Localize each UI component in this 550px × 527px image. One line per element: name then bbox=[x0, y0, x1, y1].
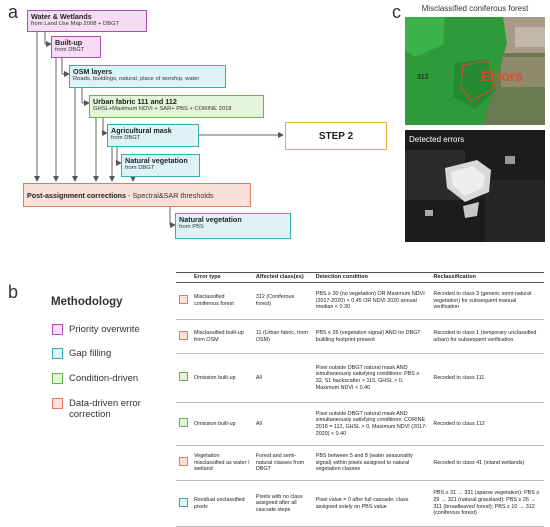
error-correction-table: Error type Affected class(es) Detection … bbox=[176, 272, 544, 527]
flow-box-subtitle: - Spectral&SAR thresholds bbox=[126, 190, 214, 200]
row-color-swatch bbox=[179, 330, 188, 340]
flow-box-post-assignment: Post-assignment corrections - Spectral&S… bbox=[23, 183, 251, 207]
image-top-title: Misclassified coniferous forest bbox=[421, 4, 529, 13]
flow-box-title: OSM layers bbox=[73, 67, 113, 76]
panel-letter-b: b bbox=[8, 282, 19, 302]
cell-error: Omission built-up bbox=[191, 402, 253, 446]
cell-reclass: Recoded to class 112 bbox=[430, 402, 544, 446]
flow-box-title: Urban fabric 111 and 112 bbox=[93, 97, 177, 106]
flow-box-urban-fabric: Urban fabric 111 and 112 GHSL+Maximum ND… bbox=[89, 95, 264, 118]
cell-reclass: Recoded to class 3 (generic semi-natural… bbox=[430, 282, 544, 320]
cell-condition: PBS between 5 and 8 (water seasonality s… bbox=[312, 445, 431, 481]
cell-reclass: Recoded to class 111 bbox=[430, 353, 544, 403]
flow-box-title: Post-assignment corrections bbox=[27, 190, 127, 200]
header-detection-condition: Detection condition bbox=[312, 272, 431, 283]
cell-error: Omission built-up bbox=[191, 353, 253, 403]
row-color-swatch bbox=[179, 418, 188, 428]
flow-box-title: Built-up bbox=[55, 38, 83, 47]
flow-box-natural-vegetation-pbs: Natural vegetation from PBS bbox=[175, 213, 291, 239]
flow-box-title: Natural vegetation bbox=[179, 215, 242, 224]
cell-condition: Pixel outside DBGT natural mask AND simu… bbox=[312, 353, 431, 403]
detected-errors-title: Detected errors bbox=[409, 135, 464, 144]
cell-reclass: Recoded to class 1 (temporary unclassifi… bbox=[430, 319, 544, 354]
row-color-swatch bbox=[179, 457, 188, 467]
label-312: 312 bbox=[417, 74, 429, 81]
errors-label: Errors bbox=[481, 68, 523, 84]
legend-swatch-green bbox=[52, 373, 63, 384]
legend-title: Methodology bbox=[51, 296, 123, 308]
flow-box-subtitle: from DBGT bbox=[55, 47, 85, 53]
cell-error: Residual unclassified pixels bbox=[191, 480, 253, 527]
header-error-type: Error type bbox=[191, 272, 253, 283]
cell-condition: PBS ≥ 30 (no vegetation) OR Maximum NDVI… bbox=[312, 282, 431, 320]
detected-errors-image: Detected errors bbox=[405, 130, 545, 242]
panel-letter-c: c bbox=[392, 2, 401, 22]
flow-box-water-wetlands: Water & Wetlands from Land Use Map 2008 … bbox=[27, 10, 147, 32]
flow-box-subtitle: from Land Use Map 2008 + DBGT bbox=[31, 21, 120, 27]
row-color-swatch bbox=[179, 372, 188, 382]
legend-swatch-teal bbox=[52, 348, 63, 359]
cell-condition: Pixel outside DBGT natural mask AND simu… bbox=[312, 402, 431, 446]
cell-affected: All bbox=[252, 353, 313, 403]
table-row: Vegetation misclassified as water / wetl… bbox=[176, 445, 544, 481]
flow-box-title: Agricultural mask bbox=[111, 126, 172, 135]
misclassified-forest-image: 312 Errors bbox=[405, 17, 545, 125]
cell-condition: Pixel value = 0 after full cascade; clas… bbox=[312, 480, 431, 527]
cell-error: Vegetation misclassified as water / wetl… bbox=[191, 445, 253, 481]
flow-box-subtitle: Roads, buildings, natural, place of wors… bbox=[73, 76, 200, 82]
flow-box-title: Natural vegetation bbox=[125, 156, 188, 165]
flow-box-built-up: Built-up from DBGT bbox=[51, 36, 101, 58]
flow-box-osm-layers: OSM layers Roads, buildings, natural, pl… bbox=[69, 65, 226, 88]
header-affected-classes: Affected class(es) bbox=[252, 272, 313, 283]
row-color-swatch bbox=[179, 295, 188, 305]
row-color-swatch bbox=[179, 497, 188, 507]
legend-label: Data-driven error correction bbox=[69, 398, 141, 420]
flow-box-title: Water & Wetlands bbox=[31, 12, 92, 21]
legend-swatch-salmon bbox=[52, 398, 63, 409]
panel-letter-a: a bbox=[8, 2, 19, 22]
flow-box-subtitle: GHSL+Maximum NDVI + SAR+ PBS + CORINE 20… bbox=[93, 106, 232, 112]
flow-box-subtitle: from PBS bbox=[179, 224, 204, 230]
cell-error: Misclassified built-up from OSM bbox=[191, 319, 253, 354]
cell-condition: PBS ≤ 26 (vegetation signal) AND no DBGT… bbox=[312, 319, 431, 354]
legend-label: Gap filling bbox=[69, 348, 112, 359]
cell-affected: 312 (Coniferous forest) bbox=[252, 282, 313, 320]
flow-box-natural-vegetation-dbgt: Natural vegetation from DBGT bbox=[121, 154, 200, 177]
legend-label: Priority overwrite bbox=[69, 324, 140, 335]
cell-affected: 11 (Urban fabric, from OSM) bbox=[252, 319, 313, 354]
flow-box-agricultural-mask: Agricultural mask from DBGT bbox=[107, 124, 199, 147]
header-reclassification: Reclassification bbox=[430, 272, 544, 283]
cell-affected: Pixels with no class assigned after all … bbox=[252, 480, 313, 527]
cell-error: Misclassified coniferous forest bbox=[191, 282, 253, 320]
table-header-row: Error type Affected class(es) Detection … bbox=[176, 272, 544, 283]
legend-label: Condition-driven bbox=[69, 373, 139, 384]
legend-swatch-pink bbox=[52, 324, 63, 335]
cell-affected: Forest and semi-natural classes from DBG… bbox=[252, 445, 313, 481]
step2-box: STEP 2 bbox=[285, 122, 387, 150]
flow-box-subtitle: from DBGT bbox=[111, 135, 141, 141]
flowchart-connectors bbox=[34, 31, 284, 228]
cell-reclass: PBS ≥ 31 → 331 (sparse vegetation); PBS … bbox=[430, 480, 544, 527]
flow-box-subtitle: from DBGT bbox=[125, 165, 155, 171]
cell-reclass: Recoded to class 41 (inland wetlands) bbox=[430, 445, 544, 481]
cell-affected: All bbox=[252, 402, 313, 446]
